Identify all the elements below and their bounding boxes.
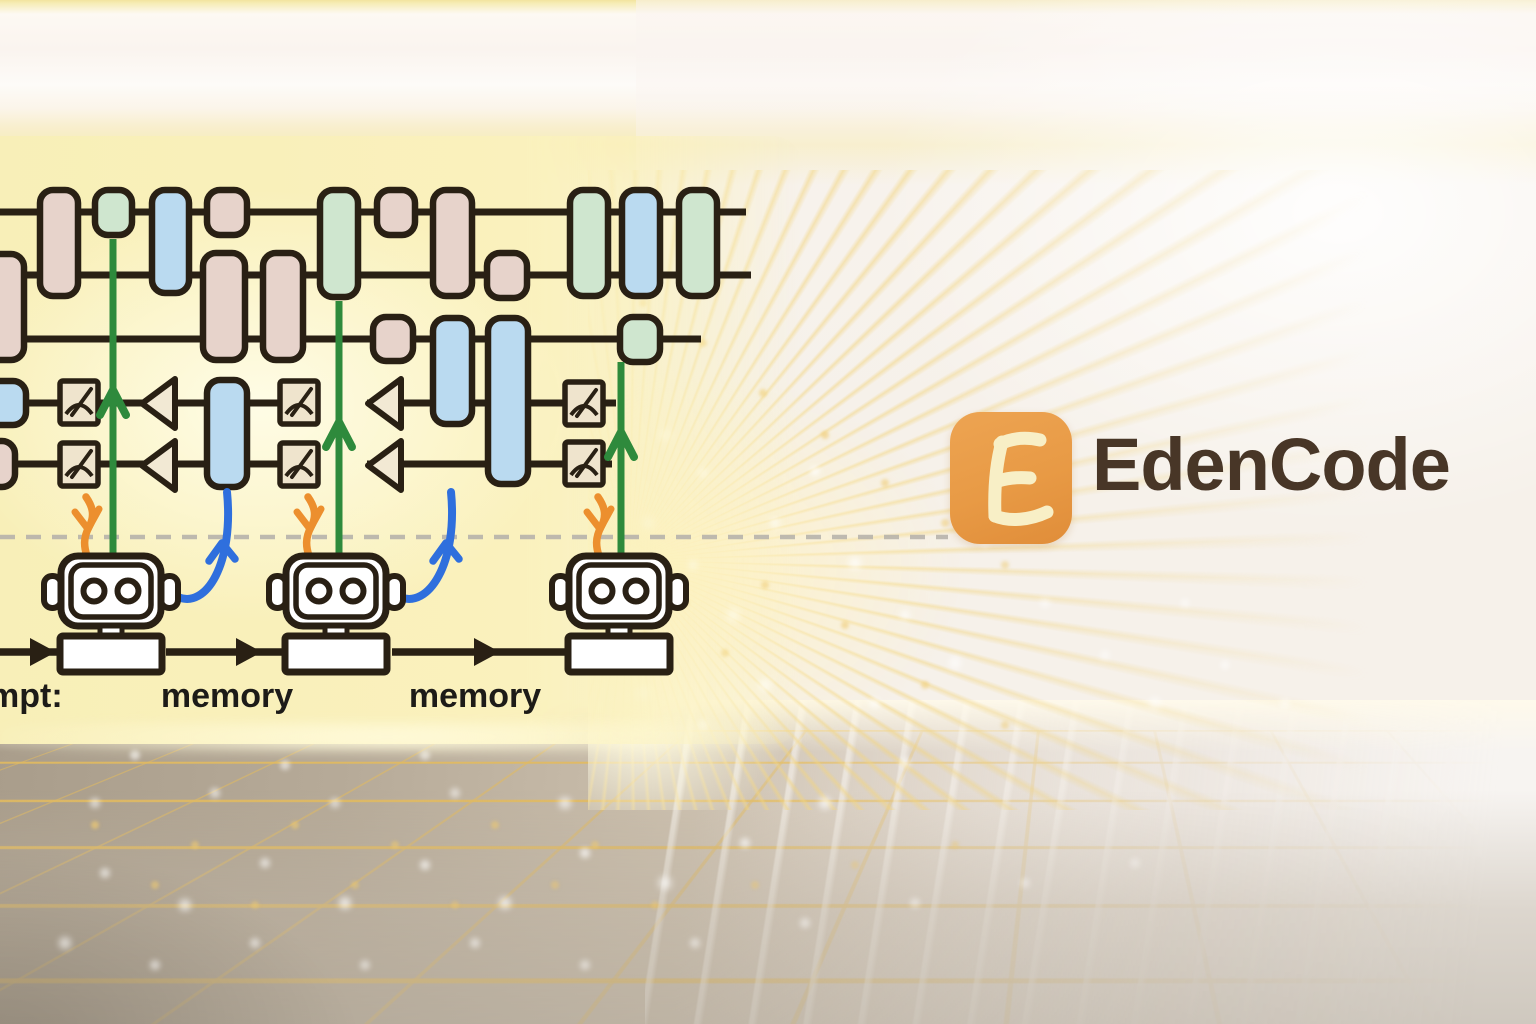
gate-pink: [199, 249, 249, 364]
triangle-buffer-icon: [139, 376, 178, 431]
measurement-gauge-icon: [57, 440, 101, 489]
logo-icon: [950, 412, 1072, 544]
triangle-buffer-icon: [365, 376, 404, 431]
gate-pink: [369, 313, 417, 365]
gate-pink: [429, 186, 476, 300]
measurement-gauge-icon: [562, 439, 606, 488]
gate-blue: [0, 377, 30, 429]
gate-mint: [566, 186, 612, 300]
robot-icon: [549, 552, 689, 676]
measurement-gauge-icon: [562, 379, 606, 428]
gate-pink: [0, 250, 28, 364]
measurement-gauge-icon: [277, 378, 321, 427]
green-output-arrow: [322, 301, 356, 556]
blue-feedback-arrow: [396, 488, 463, 603]
diagram-label: memory: [161, 677, 293, 715]
flow-arrow: [166, 638, 283, 666]
gate-pink: [36, 186, 82, 300]
flow-arrow: [0, 638, 57, 666]
triangle-buffer-icon: [139, 438, 178, 493]
robot-icon: [266, 552, 406, 676]
panel-bottom-glow: [0, 722, 860, 752]
gate-blue: [618, 186, 664, 300]
gate-blue: [484, 314, 532, 488]
triangle-buffer-icon: [365, 438, 404, 493]
gate-pink: [0, 437, 19, 491]
orange-input-arrow: [71, 493, 103, 560]
gate-pink: [373, 186, 419, 239]
robot-icon: [41, 552, 181, 676]
flow-arrow: [392, 638, 566, 666]
gate-blue: [203, 376, 251, 491]
gate-blue: [429, 314, 476, 428]
brand-name: EdenCode: [1092, 423, 1451, 506]
measurement-gauge-icon: [57, 378, 101, 427]
gate-pink: [203, 186, 251, 239]
gate-mint: [675, 186, 721, 300]
gate-pink: [259, 249, 307, 364]
orange-input-arrow: [583, 493, 615, 560]
measurement-gauge-icon: [277, 440, 321, 489]
gate-mint: [616, 313, 664, 366]
diagram-label: memory: [409, 677, 541, 715]
blue-feedback-arrow: [174, 488, 239, 603]
logo-letter-e-icon: [988, 431, 1054, 526]
gate-pink: [483, 249, 531, 302]
gate-mint: [316, 186, 362, 301]
diagram-label: mpt:: [0, 677, 63, 715]
gate-mint: [91, 186, 136, 239]
orange-input-arrow: [293, 493, 325, 560]
green-output-arrow: [96, 239, 130, 556]
gate-blue: [148, 186, 193, 297]
green-output-arrow: [604, 362, 638, 555]
